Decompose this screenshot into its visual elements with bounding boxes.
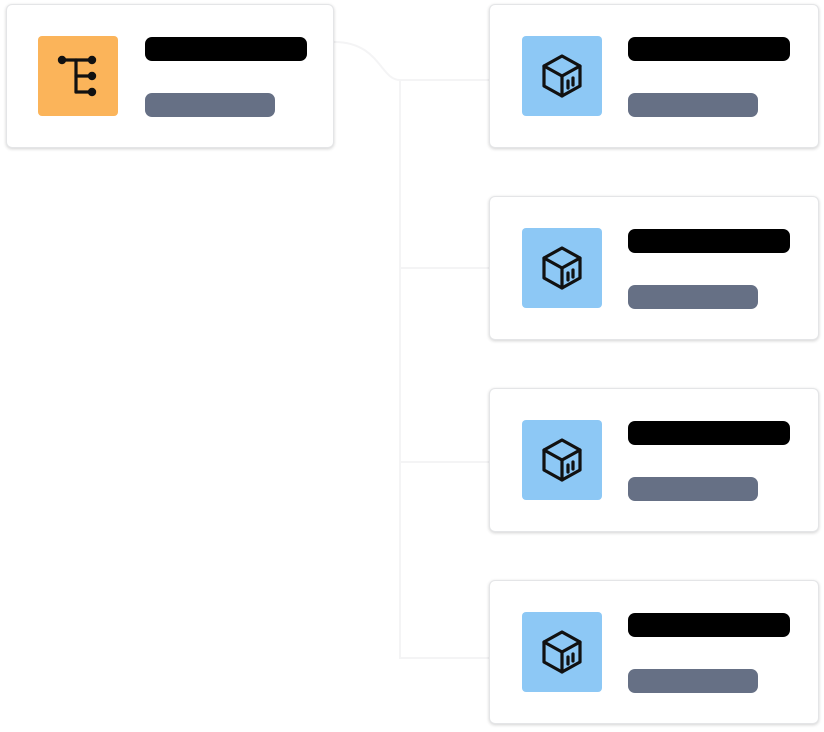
root-node-icon-tile bbox=[38, 36, 118, 116]
edge-root-to-child-2 bbox=[399, 80, 489, 269]
child-node-title-text bbox=[628, 37, 629, 38]
edge-root-to-child-3 bbox=[399, 268, 489, 463]
child-node-subtitle-text bbox=[628, 285, 629, 286]
child-node-subtitle bbox=[628, 93, 758, 117]
root-node-title-text bbox=[145, 37, 146, 38]
child-node-subtitle-text bbox=[628, 93, 629, 94]
tree-structure-icon bbox=[57, 55, 97, 97]
child-node-title-text bbox=[628, 421, 629, 422]
child-node-title-text bbox=[628, 229, 629, 230]
child-node-subtitle bbox=[628, 669, 758, 693]
child-node[interactable] bbox=[489, 4, 819, 148]
edge-root-to-child-1 bbox=[333, 41, 489, 81]
child-node-icon-tile bbox=[522, 36, 602, 116]
root-node-subtitle-text bbox=[145, 93, 146, 94]
child-node-title bbox=[628, 421, 790, 445]
child-node[interactable] bbox=[489, 580, 819, 724]
root-node-subtitle bbox=[145, 93, 275, 117]
child-node-icon-tile bbox=[522, 612, 602, 692]
package-box-icon bbox=[542, 54, 582, 98]
child-node[interactable] bbox=[489, 388, 819, 532]
child-node-icon-tile bbox=[522, 420, 602, 500]
package-box-icon bbox=[542, 438, 582, 482]
package-box-icon bbox=[542, 630, 582, 674]
child-node-title bbox=[628, 37, 790, 61]
child-node-subtitle bbox=[628, 285, 758, 309]
child-node-title bbox=[628, 229, 790, 253]
edge-root-to-child-4 bbox=[399, 462, 489, 659]
child-node-subtitle-text bbox=[628, 477, 629, 478]
root-node[interactable] bbox=[6, 4, 334, 148]
child-node-subtitle-text bbox=[628, 669, 629, 670]
child-node[interactable] bbox=[489, 196, 819, 340]
package-box-icon bbox=[542, 246, 582, 290]
child-node-subtitle bbox=[628, 477, 758, 501]
child-node-title bbox=[628, 613, 790, 637]
child-node-title-text bbox=[628, 613, 629, 614]
root-node-title bbox=[145, 37, 307, 61]
child-node-icon-tile bbox=[522, 228, 602, 308]
